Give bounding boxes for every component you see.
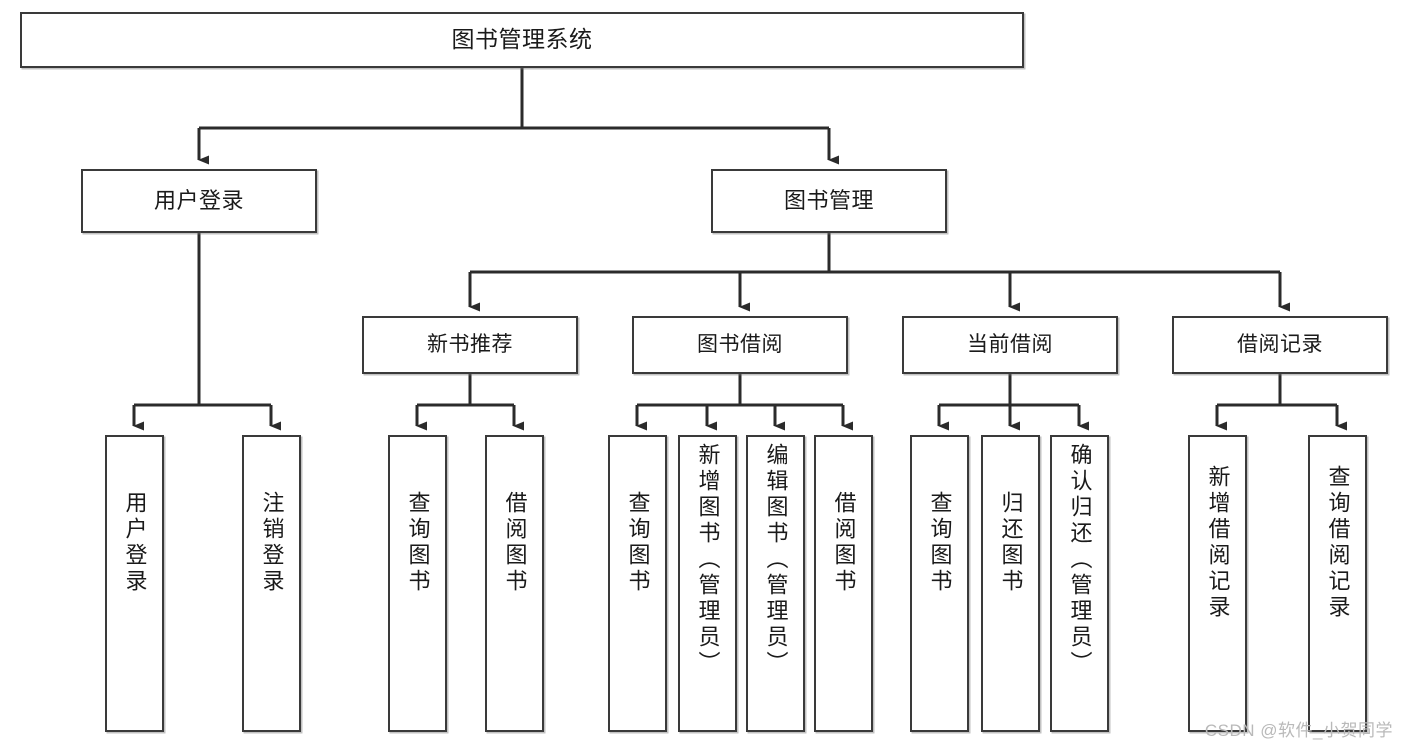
leaf-return-book-label: 归还图书 xyxy=(998,491,1024,595)
node-new-book-label: 新书推荐 xyxy=(427,332,513,356)
node-user-login[interactable]: 用户登录 xyxy=(81,169,317,233)
leaf-query-borrow-record-label: 查询借阅记录 xyxy=(1325,465,1351,621)
leaf-add-borrow-record[interactable]: 新增借阅记录 xyxy=(1188,435,1247,732)
leaf-query-borrow-record[interactable]: 查询借阅记录 xyxy=(1308,435,1367,732)
node-borrow-record-label: 借阅记录 xyxy=(1237,332,1323,356)
node-new-book[interactable]: 新书推荐 xyxy=(362,316,578,374)
leaf-confirm-return-admin[interactable]: 确认归还（管理员） xyxy=(1050,435,1109,732)
leaf-query-book-current[interactable]: 查询图书 xyxy=(910,435,969,732)
leaf-query-book-new-label: 查询图书 xyxy=(405,491,431,595)
node-user-login-label: 用户登录 xyxy=(153,188,244,214)
leaf-query-book-current-label: 查询图书 xyxy=(927,491,953,595)
watermark: CSDN @软件_小贺同学 xyxy=(1204,721,1393,740)
leaf-borrow-book[interactable]: 借阅图书 xyxy=(814,435,873,732)
leaf-confirm-return-admin-label: 确认归还（管理员） xyxy=(1067,443,1093,677)
node-current-borrow-label: 当前借阅 xyxy=(967,332,1053,356)
node-root-label: 图书管理系统 xyxy=(451,26,593,53)
leaf-return-book[interactable]: 归还图书 xyxy=(981,435,1040,732)
leaf-edit-book-admin[interactable]: 编辑图书（管理员） xyxy=(746,435,805,732)
leaf-borrow-book-label: 借阅图书 xyxy=(831,491,857,595)
leaf-query-book-new[interactable]: 查询图书 xyxy=(388,435,447,732)
node-book-manage[interactable]: 图书管理 xyxy=(711,169,947,233)
leaf-add-book-admin[interactable]: 新增图书（管理员） xyxy=(678,435,737,732)
node-borrow[interactable]: 图书借阅 xyxy=(632,316,848,374)
node-borrow-record[interactable]: 借阅记录 xyxy=(1172,316,1388,374)
leaf-user-logout[interactable]: 注销登录 xyxy=(242,435,301,732)
leaf-borrow-book-new-label: 借阅图书 xyxy=(502,491,528,595)
leaf-user-login-label: 用户登录 xyxy=(122,491,148,595)
node-borrow-label: 图书借阅 xyxy=(697,332,783,356)
leaf-query-book-borrow[interactable]: 查询图书 xyxy=(608,435,667,732)
leaf-query-book-borrow-label: 查询图书 xyxy=(625,491,651,595)
node-root[interactable]: 图书管理系统 xyxy=(20,12,1024,68)
leaf-borrow-book-new[interactable]: 借阅图书 xyxy=(485,435,544,732)
node-book-manage-label: 图书管理 xyxy=(783,188,874,214)
leaf-user-logout-label: 注销登录 xyxy=(259,491,285,595)
leaf-add-borrow-record-label: 新增借阅记录 xyxy=(1205,465,1231,621)
node-current-borrow[interactable]: 当前借阅 xyxy=(902,316,1118,374)
leaf-edit-book-admin-label: 编辑图书（管理员） xyxy=(763,443,789,677)
leaf-add-book-admin-label: 新增图书（管理员） xyxy=(695,443,721,677)
leaf-user-login[interactable]: 用户登录 xyxy=(105,435,164,732)
